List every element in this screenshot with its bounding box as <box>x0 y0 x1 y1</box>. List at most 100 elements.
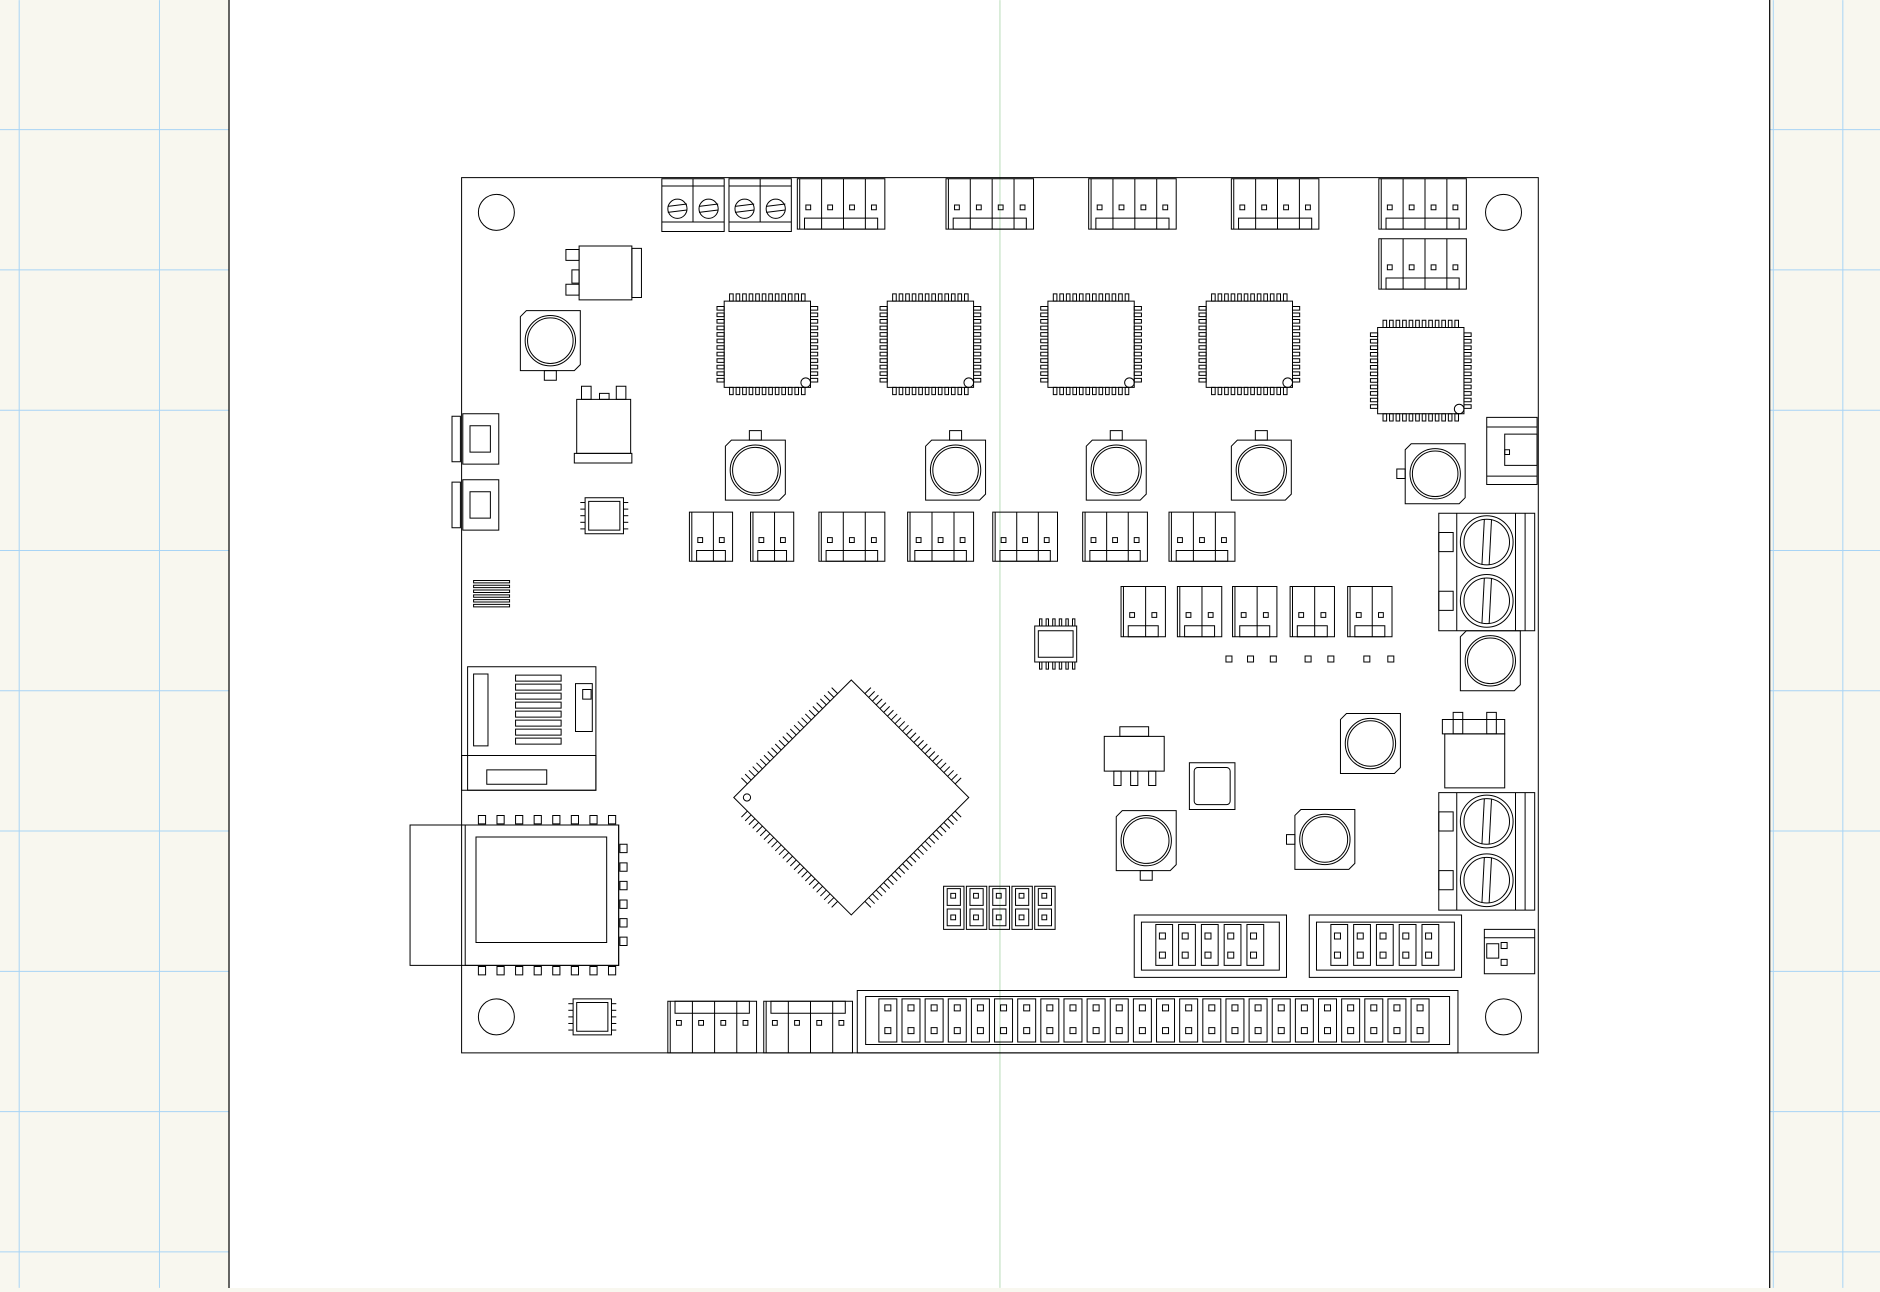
microsd-socket <box>462 667 596 790</box>
outline <box>1316 922 1454 970</box>
outline <box>771 748 777 754</box>
outline <box>996 915 1001 920</box>
outline <box>880 703 886 709</box>
outline <box>1179 925 1196 966</box>
outline <box>974 333 981 337</box>
outline <box>931 1005 937 1011</box>
outline <box>1487 712 1497 734</box>
outline <box>1199 339 1206 343</box>
outline <box>1465 636 1515 686</box>
outline <box>912 294 916 301</box>
sot223-regulator <box>1104 727 1164 786</box>
outline <box>1041 359 1048 363</box>
outline <box>1053 662 1055 669</box>
outline <box>1293 346 1300 350</box>
outline <box>817 703 823 709</box>
outline <box>1093 447 1139 493</box>
outline <box>1378 327 1464 413</box>
outline <box>1047 1028 1053 1034</box>
test-pad <box>1305 656 1311 662</box>
outline <box>811 306 818 310</box>
outline <box>1247 925 1264 966</box>
outline <box>940 763 946 769</box>
outline <box>1125 378 1135 388</box>
outline <box>795 1020 800 1025</box>
outline <box>1053 387 1057 394</box>
outline <box>1283 387 1287 394</box>
outline <box>1199 352 1206 356</box>
outline <box>779 849 785 855</box>
outline <box>1046 619 1048 626</box>
outline <box>1001 538 1006 543</box>
outline <box>1134 538 1139 543</box>
expansion-header-2x24 <box>857 991 1458 1053</box>
outline <box>608 815 615 823</box>
outline <box>620 844 627 852</box>
outline <box>478 967 485 975</box>
outline <box>1086 387 1090 394</box>
outline <box>1180 999 1198 1042</box>
outline <box>1116 1005 1122 1011</box>
ic-soic <box>580 498 628 534</box>
outline <box>880 359 887 363</box>
outline <box>717 359 724 363</box>
mounting-hole <box>1486 999 1522 1035</box>
outline <box>908 1028 914 1034</box>
outline <box>717 346 724 350</box>
outline <box>1066 387 1070 394</box>
outline <box>1455 320 1459 327</box>
outline <box>1194 767 1230 804</box>
outline <box>1093 294 1097 301</box>
outline <box>756 826 762 832</box>
outline <box>462 756 596 791</box>
outline <box>1038 909 1051 926</box>
outline <box>1342 999 1360 1042</box>
outline <box>1429 320 1433 327</box>
outline <box>974 313 981 317</box>
outline <box>880 333 887 337</box>
outline <box>497 815 504 823</box>
outline <box>880 346 887 350</box>
outline <box>955 811 961 817</box>
outline <box>893 387 897 394</box>
mounting-hole <box>478 999 514 1035</box>
outline <box>805 714 811 720</box>
outline <box>589 501 620 530</box>
outline <box>1278 1005 1284 1011</box>
outline <box>1134 306 1141 310</box>
outline <box>906 860 912 866</box>
outline <box>534 815 541 823</box>
outline <box>1416 320 1420 327</box>
outline <box>1325 1028 1331 1034</box>
outline <box>1226 656 1232 662</box>
outline <box>1120 727 1149 737</box>
outline <box>880 339 887 343</box>
outline <box>1040 619 1042 626</box>
outline <box>966 886 986 929</box>
outline <box>977 1028 983 1034</box>
outline <box>1163 205 1168 210</box>
outline <box>758 550 787 561</box>
outline <box>1048 301 1134 387</box>
outline <box>576 684 593 732</box>
outline <box>516 720 562 726</box>
outline <box>1386 278 1459 289</box>
outline <box>756 387 760 394</box>
outline <box>1244 387 1248 394</box>
outline <box>906 387 910 394</box>
outline <box>1072 662 1074 669</box>
outline <box>719 538 724 543</box>
outline <box>1073 387 1077 394</box>
outline <box>1053 294 1057 301</box>
outline <box>801 378 811 388</box>
outline <box>1231 440 1291 500</box>
outline <box>1422 414 1426 421</box>
outline <box>1468 638 1514 684</box>
outline <box>1396 320 1400 327</box>
outline <box>1176 550 1228 561</box>
outline <box>1297 626 1327 637</box>
outline <box>891 875 897 881</box>
outline <box>1046 662 1048 669</box>
